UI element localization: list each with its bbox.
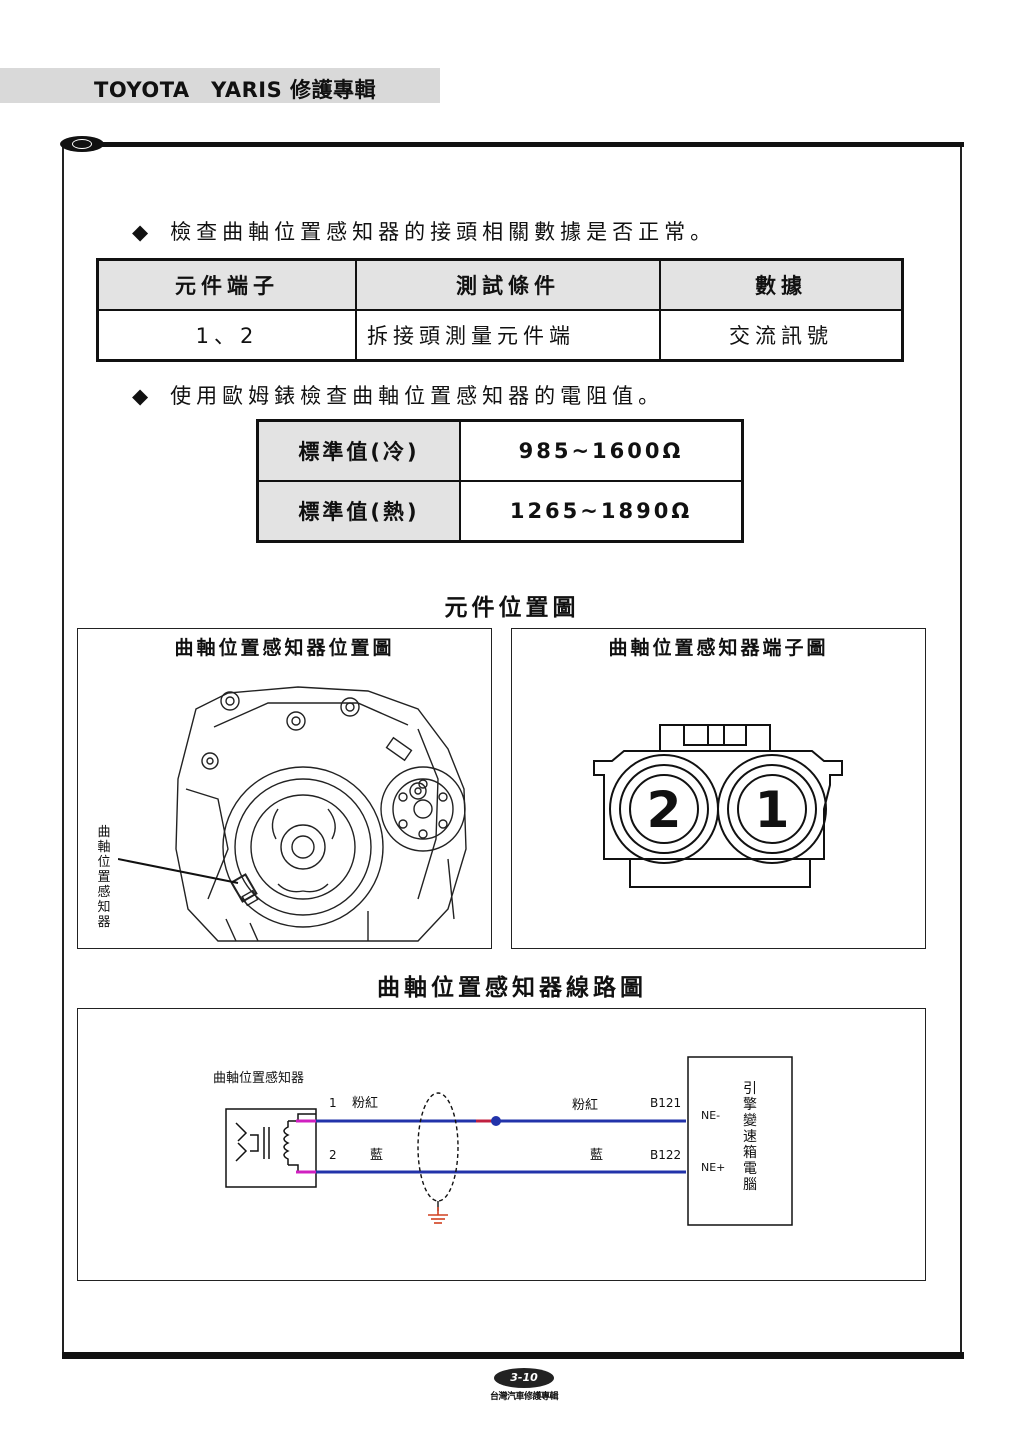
sensor-label: 曲軸位置感知器 [213,1070,304,1086]
engine-illustration [118,686,467,942]
header-cell: 測試條件 [355,258,661,311]
pin1-number: 1 [329,1096,337,1110]
frame-bottom-rule [62,1352,964,1359]
sensor-symbol [225,1108,317,1188]
wiring-schematic: 曲軸位置感知器 1 粉紅 2 [213,1056,793,1226]
table-cell: 985~1600Ω [459,419,744,482]
wire1-color-right: 粉紅 [572,1098,598,1113]
wire2-color-right: 藍 [590,1148,603,1163]
header-cell: 數據 [659,258,904,311]
pin-2-label: 2 [647,781,682,839]
panel-title: 曲軸位置感知器位置圖 [174,637,395,659]
connector-b122: B122 [650,1148,681,1162]
wiring-diagram-title: 曲軸位置感知器線路圖 [377,975,647,1001]
wire2-color-left: 藍 [370,1148,383,1163]
table-cell: 交流訊號 [659,309,904,362]
component-location-title: 元件位置圖 [444,595,580,621]
ground-icon [428,1207,448,1224]
resistance-table: 標準值(冷) 985~1600Ω 標準值(熱) 1265~1890Ω [256,419,744,543]
pin2-number: 2 [329,1148,337,1162]
ecu-pin-ne-plus: NE+ [701,1161,725,1174]
connector-data-table: 元件端子 測試條件 數據 1、2 拆接頭測量元件端 交流訊號 [96,258,904,362]
table-cell: 標準值(冷) [256,419,461,482]
header-cell: 元件端子 [96,258,357,311]
table-header-row: 元件端子 測試條件 數據 [96,258,904,311]
page-number-badge: 3-10 [494,1368,554,1388]
publisher-text: 台灣汽車修護專輯 [489,1392,559,1402]
panel-title: 曲軸位置感知器端子圖 [608,637,829,659]
header-band [0,68,440,103]
content-frame [62,144,962,1358]
ecu-pin-ne-minus: NE- [701,1109,720,1122]
table-cell: 1265~1890Ω [459,480,744,543]
ecu-box [687,1056,793,1226]
frame-top-rule [62,142,964,147]
table-cell: 1、2 [96,309,357,362]
wiring-diagram-panel: 曲軸位置感知器 1 粉紅 2 [77,1008,926,1281]
connector-b121: B121 [650,1096,681,1110]
table-row: 1、2 拆接頭測量元件端 交流訊號 [96,309,904,362]
table-row: 標準值(熱) 1265~1890Ω [256,480,744,543]
bullet-text: 使用歐姆錶檢查曲軸位置感知器的電阻值。 [170,384,665,408]
sensor-coil-icon [235,1113,316,1173]
pin-1-label: 1 [755,781,790,839]
section-tab-inner-icon [72,139,92,149]
table-cell: 標準值(熱) [256,480,461,543]
sensor-callout-label: 曲軸位置感知器 [97,825,111,930]
sensor-location-panel: 曲軸位置感知器位置圖 曲軸位置感知器 [77,628,492,949]
bullet-resistance-check: ◆ 使用歐姆錶檢查曲軸位置感知器的電阻值。 [132,380,664,410]
splice-dot [491,1116,501,1126]
shield-icon [417,1092,459,1202]
bullet-text: 檢查曲軸位置感知器的接頭相關數據是否正常。 [170,220,717,244]
diamond-bullet-icon: ◆ [132,220,149,244]
table-cell: 拆接頭測量元件端 [355,309,661,362]
wire1-color-left: 粉紅 [352,1096,378,1111]
terminal-panel: 曲軸位置感知器端子圖 2 1 [511,628,926,949]
diamond-bullet-icon: ◆ [132,384,149,408]
bullet-connector-check: ◆ 檢查曲軸位置感知器的接頭相關數據是否正常。 [132,216,716,246]
ecu-label: 引擎變速箱電腦 [743,1081,757,1193]
connector-terminal-diagram: 2 1 [593,724,843,888]
page-header-title: TOYOTA YARIS 修護專輯 [94,78,377,102]
table-row: 標準值(冷) 985~1600Ω [256,419,744,482]
